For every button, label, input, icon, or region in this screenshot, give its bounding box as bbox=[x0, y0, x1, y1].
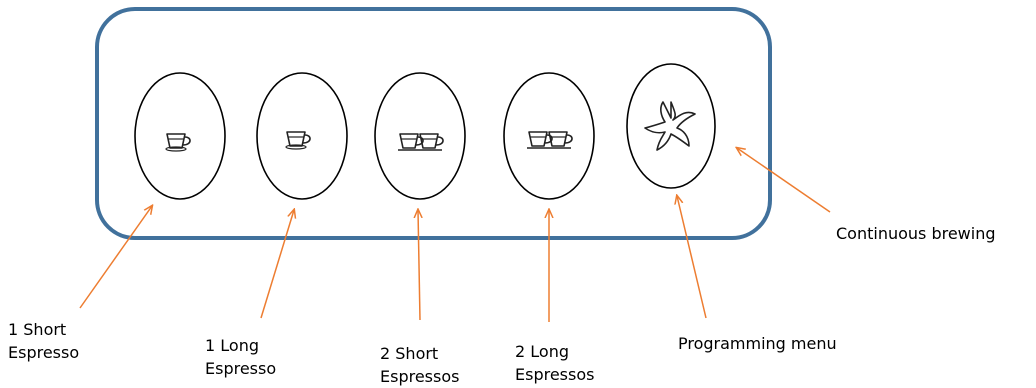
long-espresso-cup-icon bbox=[285, 131, 311, 150]
two-short-espressos-button[interactable] bbox=[374, 72, 466, 200]
two-long-espressos-button[interactable] bbox=[503, 72, 595, 200]
arrow-programming-menu bbox=[677, 196, 707, 319]
label-two-long-espressos: 2 Long Espressos bbox=[515, 342, 595, 384]
label-two-short-espressos: 2 Short Espressos bbox=[380, 344, 460, 386]
label-continuous-brewing: Continuous brewing bbox=[836, 224, 996, 243]
panel-frame bbox=[95, 7, 772, 240]
programming-menu-button[interactable] bbox=[626, 63, 716, 189]
two-long-espressos-cups-icon bbox=[527, 131, 573, 149]
label-one-long-espresso: 1 Long Espresso bbox=[205, 336, 277, 378]
arrow-one-long-espresso bbox=[260, 210, 294, 319]
callout-arrows bbox=[79, 148, 831, 322]
label-one-short-espresso: 1 Short Espresso bbox=[8, 320, 80, 362]
arrow-one-short-espresso bbox=[79, 206, 152, 309]
label-programming-menu: Programming menu bbox=[678, 334, 837, 353]
one-short-espresso-button[interactable] bbox=[134, 72, 226, 200]
arrow-two-short-espressos bbox=[418, 210, 420, 321]
arrow-continuous-brewing bbox=[737, 148, 831, 213]
two-short-espressos-cups-icon bbox=[398, 133, 444, 151]
one-long-espresso-button[interactable] bbox=[256, 72, 348, 200]
short-espresso-cup-icon bbox=[165, 133, 191, 152]
programming-star-icon bbox=[644, 101, 696, 151]
